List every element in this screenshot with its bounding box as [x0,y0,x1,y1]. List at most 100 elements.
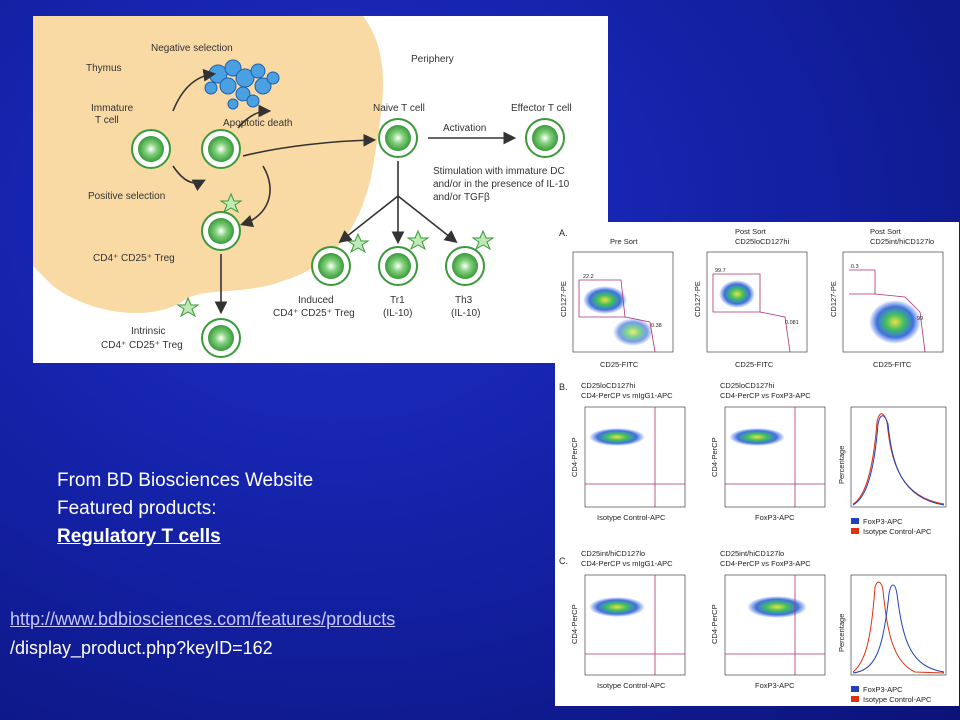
c2-title-1: CD25int/hiCD127lo [720,549,784,558]
plot-b2 [724,406,826,508]
source-url: http://www.bdbiosciences.com/features/pr… [10,605,395,663]
c2-ylabel: CD4-PerCP [710,604,719,644]
naive-cell [378,118,418,158]
label-th3-1: Th3 [455,295,473,306]
hist-c [850,574,947,676]
label-activation: Activation [443,123,486,134]
treg-development-diagram: Negative selection Thymus Periphery Imma… [33,16,608,363]
section-b-label: B. [559,382,568,392]
a3-xlabel: CD25-FITC [873,360,912,369]
label-intrinsic-1: Intrinsic [131,326,165,337]
section-a-label: A. [559,228,568,238]
a2-gate-1: 99.7 [715,268,726,274]
label-immature-2: T cell [95,115,119,126]
c2-title-2: CD4-PerCP vs FoxP3-APC [720,559,811,568]
intrinsic-cell [201,318,241,358]
b2-title-2: CD4-PerCP vs FoxP3-APC [720,391,811,400]
treg-stars [176,192,495,318]
a2-title-1: Post Sort [735,227,767,236]
label-apoptotic-death: Apoptotic death [223,118,293,129]
flow-cytometry-panel: A. B. C. Pre Sort Post Sort CD25loCD127h… [555,222,959,706]
positive-cell [201,129,241,169]
a3-gate-2: 99 [917,316,923,322]
plot-a3: 0.3 99 [842,251,944,353]
label-naive-t-cell: Naive T cell [373,103,425,114]
label-stimulation-3: and/or TGFβ [433,192,490,203]
c1-xlabel: Isotype Control-APC [597,681,666,690]
legend-b-foxp3: FoxP3-APC [863,517,903,526]
label-induced-1: Induced [298,295,334,306]
legend-c: FoxP3-APC Isotype Control-APC [851,685,932,704]
effector-cell [525,118,565,158]
label-treg: CD4⁺ CD25⁺ Treg [93,253,175,264]
plot-a2: 99.7 0.081 [706,251,808,353]
hist-b [850,406,947,508]
a1-title-1: Pre Sort [610,237,638,246]
label-positive-selection: Positive selection [88,191,165,202]
b1-ylabel: CD4-PerCP [570,437,579,477]
caption-featured: Featured products: [57,498,217,519]
a2-title-2: CD25loCD127hi [735,237,790,246]
b1-title-1: CD25loCD127hi [581,381,636,390]
a3-ylabel: CD127-PE [829,281,838,317]
flow-svg: A. B. C. Pre Sort Post Sort CD25loCD127h… [559,227,947,704]
label-periphery: Periphery [411,54,454,65]
c1-title-2: CD4-PerCP vs mIgG1-APC [581,559,673,568]
label-effector-t-cell: Effector T cell [511,103,572,114]
plot-a1: 22.2 0.38 [572,251,674,353]
a1-xlabel: CD25-FITC [600,360,639,369]
label-tr1-1: Tr1 [390,295,405,306]
label-thymus: Thymus [86,63,122,74]
plot-c1 [584,574,686,676]
b2-ylabel: CD4-PerCP [710,437,719,477]
thymus-region [33,16,383,313]
b2-title-1: CD25loCD127hi [720,381,775,390]
legend-c-foxp3: FoxP3-APC [863,685,903,694]
diagram-svg: Negative selection Thymus Periphery Imma… [33,16,572,358]
treg-cell [201,211,241,251]
label-intrinsic-2: CD4⁺ CD25⁺ Treg [101,340,183,351]
label-stimulation-1: Stimulation with immature DC [433,166,565,177]
label-negative-selection: Negative selection [151,43,233,54]
b1-xlabel: Isotype Control-APC [597,513,666,522]
legend-c-isotype: Isotype Control-APC [863,695,932,704]
caption: From BD Biosciences Website Featured pro… [57,467,313,551]
plot-c2 [724,574,826,676]
cells [131,118,565,358]
tr1-cell [378,246,418,286]
arrows [172,68,517,315]
caption-regulatory-t-cells: Regulatory T cells [57,526,221,547]
plot-b1 [584,406,686,508]
a1-gate-1: 22.2 [583,274,594,280]
a3-title-1: Post Sort [870,227,902,236]
source-link[interactable]: http://www.bdbiosciences.com/features/pr… [10,609,396,629]
b2-xlabel: FoxP3-APC [755,513,795,522]
b3-ylabel: Percentage [837,446,846,484]
label-stimulation-2: and/or in the presence of IL-10 [433,179,570,190]
induced-cell [311,246,351,286]
a3-gate-1: 0.3 [851,264,859,270]
a2-gate-2: 0.081 [785,320,799,326]
label-immature-1: Immature [91,103,134,114]
legend-b-isotype: Isotype Control-APC [863,527,932,536]
source-url-path: /display_product.php?keyID=162 [10,638,273,658]
a1-gate-2: 0.38 [651,323,662,329]
apoptotic-cells [204,59,280,110]
section-c-label: C. [559,556,568,566]
th3-cell [445,246,485,286]
a2-ylabel: CD127-PE [693,281,702,317]
c1-ylabel: CD4-PerCP [570,604,579,644]
a2-xlabel: CD25-FITC [735,360,774,369]
a3-title-2: CD25int/hiCD127lo [870,237,934,246]
c1-title-1: CD25int/hiCD127lo [581,549,645,558]
c3-ylabel: Percentage [837,614,846,652]
a1-ylabel: CD127-PE [559,281,568,317]
label-th3-2: (IL-10) [451,308,480,319]
legend-b: FoxP3-APC Isotype Control-APC [851,517,932,536]
label-tr1-2: (IL-10) [383,308,412,319]
caption-source: From BD Biosciences Website [57,470,314,491]
c2-xlabel: FoxP3-APC [755,681,795,690]
label-induced-2: CD4⁺ CD25⁺ Treg [273,308,355,319]
immature-cell [131,129,171,169]
b1-title-2: CD4-PerCP vs mIgG1-APC [581,391,673,400]
